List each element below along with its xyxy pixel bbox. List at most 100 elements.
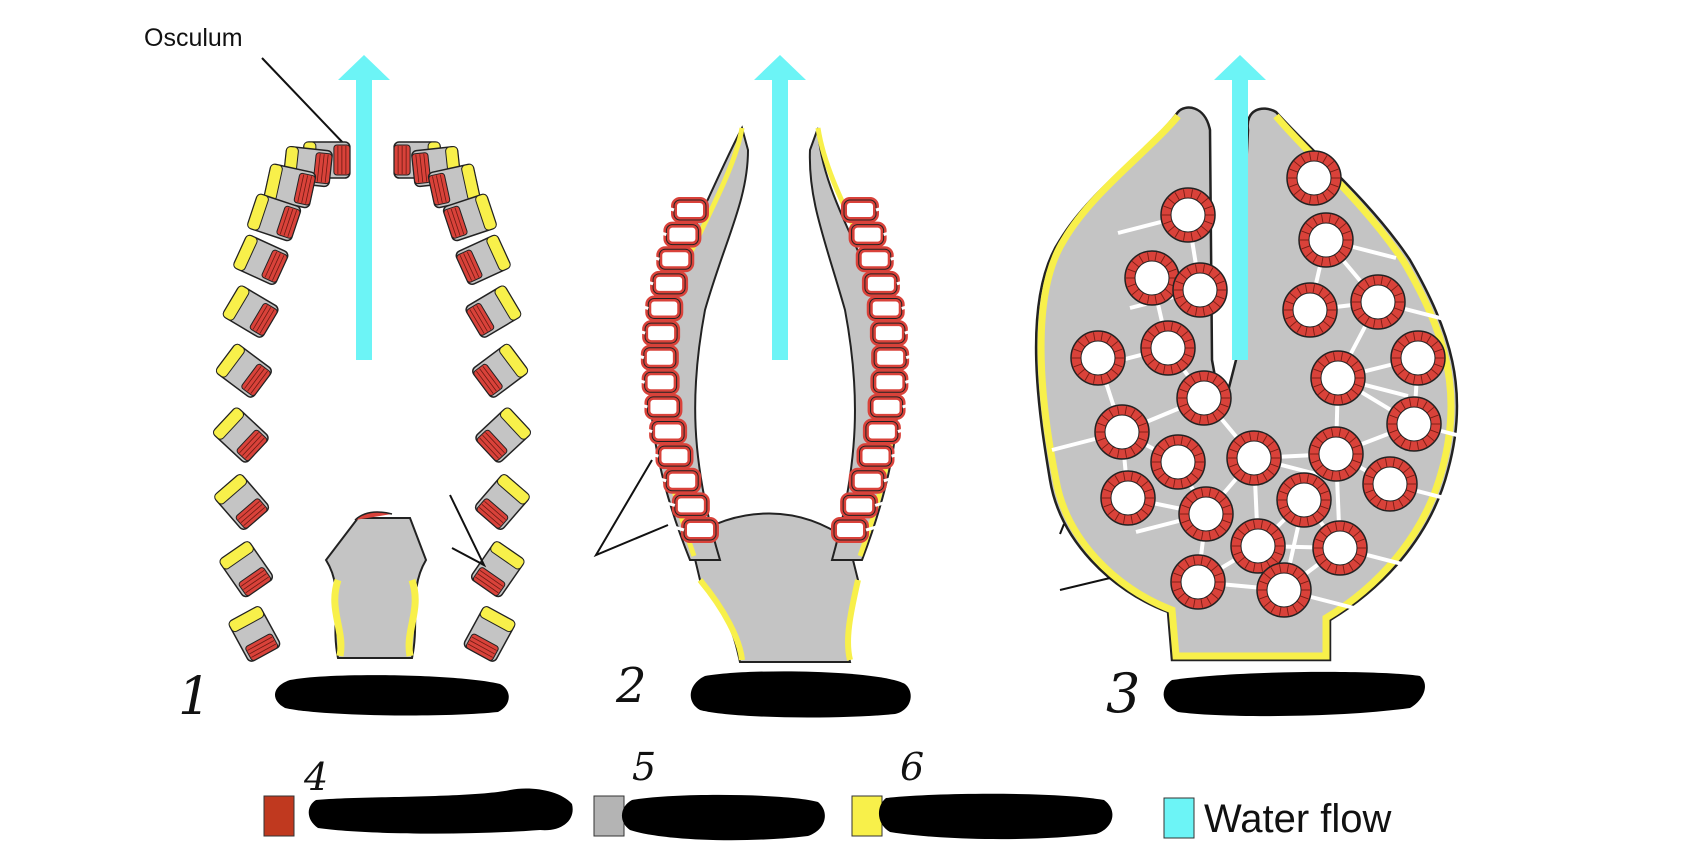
radial-canal: [848, 467, 899, 494]
wall-segment: [463, 606, 516, 662]
radial-canal: [848, 221, 899, 248]
choanocyte-chamber: [1094, 404, 1150, 460]
radial-canal: [633, 295, 684, 322]
wall-segment: [470, 541, 525, 598]
legend-swatch-mesohyl: [593, 795, 625, 837]
radial-canal: [651, 467, 702, 494]
legend-label-water-flow: Water flow: [1204, 797, 1392, 841]
radial-canal: [841, 197, 891, 223]
choanocyte-chamber: [1276, 472, 1332, 528]
leuconoid-choanocyte-chambers: [1070, 150, 1446, 618]
radial-canal: [660, 492, 710, 519]
legend-4-redaction: [308, 788, 573, 834]
leuconoid-water-flow-arrow: [1232, 78, 1248, 360]
wall-segment: [455, 234, 511, 286]
wall-segment: [233, 234, 289, 286]
choanocyte-chamber: [1226, 430, 1282, 486]
choanocyte-chamber: [1298, 212, 1354, 268]
legend-number-6: 6: [900, 745, 924, 789]
choanocyte-chamber: [1310, 350, 1366, 406]
choanocyte-chamber: [1282, 282, 1338, 338]
wall-segment: [263, 163, 317, 209]
choanocyte-chamber: [1256, 562, 1312, 618]
radial-canal: [855, 246, 906, 273]
choanocyte-chamber: [1124, 250, 1180, 306]
wall-segment: [213, 407, 269, 463]
radial-canal: [840, 492, 890, 519]
radial-canal: [630, 320, 681, 347]
asconoid-arrowhead: [338, 55, 390, 80]
radial-canal: [861, 270, 912, 297]
figure-1-asconoid: [213, 55, 531, 662]
choanocyte-chamber: [1140, 320, 1196, 376]
legend-5-redaction: [621, 794, 825, 841]
choanocyte-chamber: [1312, 520, 1368, 576]
radial-canal: [871, 344, 921, 371]
choanocyte-chamber: [1176, 370, 1232, 426]
asconoid-right-wall: [393, 141, 531, 662]
radial-canal: [638, 270, 689, 297]
radial-canal: [644, 443, 694, 470]
wall-segment: [214, 474, 270, 531]
choanocyte-chamber: [1308, 426, 1364, 482]
radial-canal: [862, 418, 913, 445]
radial-canal: [869, 320, 920, 347]
figure-3-number: 3: [1106, 662, 1140, 725]
choanocyte-chamber: [1362, 456, 1418, 512]
wall-segment: [219, 541, 274, 598]
figure-1-redaction: [274, 675, 509, 716]
radial-canal: [651, 221, 702, 248]
choanocyte-chamber: [1286, 150, 1342, 206]
choanocyte-chamber: [1150, 434, 1206, 490]
radial-canal: [629, 344, 679, 371]
wall-segment: [427, 163, 481, 209]
radial-canal: [831, 517, 881, 543]
choanocyte-chamber: [1160, 187, 1216, 243]
choanocyte-chamber: [1170, 554, 1226, 610]
choanocyte-chamber: [1070, 330, 1126, 386]
leuconoid-pointer-line: [1059, 577, 1111, 591]
legend-swatch-choanocytes: [263, 795, 295, 837]
osculum-leader-line: [261, 57, 347, 147]
figure-2-redaction: [690, 671, 911, 718]
syconoid-water-flow-arrow: [772, 78, 788, 360]
asconoid-base-pinacoderm-left: [331, 578, 345, 657]
choanocyte-chamber: [1230, 518, 1286, 574]
legend-number-4: 4: [303, 755, 328, 799]
wall-segment: [442, 193, 497, 242]
wall-segment: [247, 193, 302, 242]
choanocyte-chamber: [1386, 396, 1442, 452]
radial-canal: [867, 393, 917, 420]
choanocyte-chamber: [1178, 486, 1234, 542]
legend: 4 5 6 Water flow: [263, 745, 1392, 841]
syconoid-radial-canals: [629, 197, 921, 543]
choanocyte-chamber: [1350, 274, 1406, 330]
legend-swatch-water-flow: [1163, 797, 1195, 839]
radial-canal: [669, 517, 719, 543]
legend-number-5: 5: [632, 745, 656, 789]
wall-segment: [465, 285, 522, 338]
wall-segment: [475, 407, 531, 463]
leuconoid-pointer-tick: [1059, 523, 1065, 535]
wall-segment: [472, 343, 529, 398]
asconoid-water-flow-arrow: [356, 78, 372, 360]
legend-swatch-pinacoderm: [851, 795, 883, 837]
figure-1-number: 1: [178, 667, 211, 727]
radial-canal: [856, 443, 906, 470]
syconoid-pointer-lines: [593, 459, 669, 558]
choanocyte-chamber: [1390, 330, 1446, 386]
osculum-label: Osculum: [144, 24, 243, 52]
radial-canal: [633, 393, 683, 420]
asconoid-left-wall: [213, 141, 351, 662]
leuconoid-arrowhead: [1214, 55, 1266, 80]
figure-2-number: 2: [615, 658, 647, 714]
radial-canal: [870, 369, 920, 396]
wall-segment: [228, 606, 281, 662]
legend-6-redaction: [878, 793, 1113, 840]
figure-3-redaction: [1163, 671, 1425, 717]
radial-canal: [659, 197, 709, 223]
wall-segment: [222, 285, 279, 338]
figure-2-syconoid: [593, 55, 921, 663]
radial-canal: [866, 295, 917, 322]
